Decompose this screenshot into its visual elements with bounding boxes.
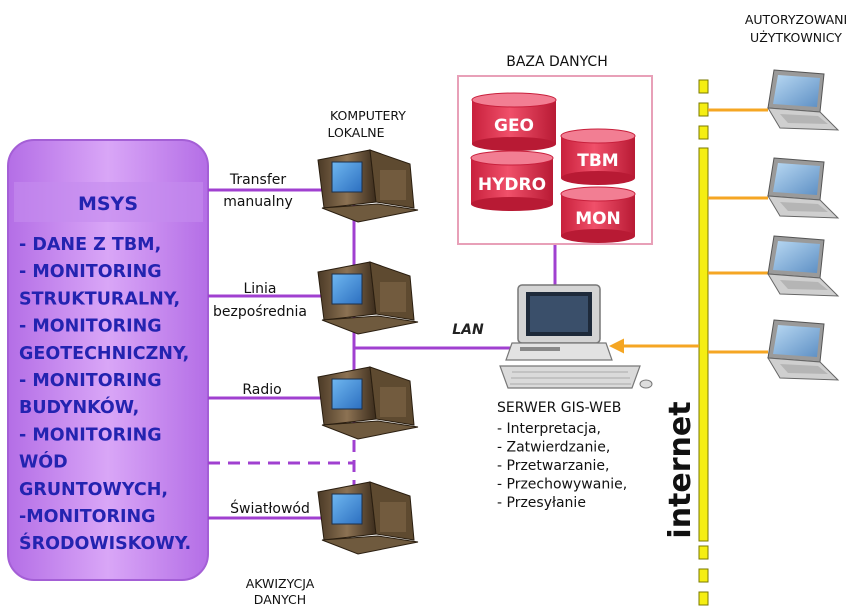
msys-line: -MONITORING [19,507,156,527]
msys-line: BUDYNKÓW, [19,396,139,418]
local-computers-title: LOKALNE [327,125,384,140]
database-cylinder: HYDRO [470,150,554,211]
database-cylinder: MON [560,186,636,243]
link-label: Światłowód [230,499,310,517]
server-function: - Przetwarzanie, [497,458,609,474]
msys-line: - DANE Z TBM, [19,235,161,255]
database-cylinder-label: GEO [494,116,534,136]
database-cylinder-label: MON [575,209,621,229]
server-functions: - Interpretacja, - Zatwierdzanie, - Przetw… [497,421,627,511]
msys-line: GEOTECHNICZNY, [19,344,189,364]
internet-label: internet [663,401,698,538]
laptop-icon [767,69,840,131]
msys-title: MSYS [78,193,138,215]
database-cylinder: TBM [560,128,636,185]
msys-line: GRUNTOWYCH, [19,480,168,500]
desktop-computer-icon [317,481,419,555]
acquisition-title: DANYCH [254,592,306,607]
link-label: manualny [223,194,293,210]
link-labels: Transfer manualny Linia bezpośrednia Rad… [213,172,310,517]
users-title: UŻYTKOWNICY [750,30,842,45]
laptop-icon [767,157,840,219]
msys-description: - DANE Z TBM, - MONITORING STRUKTURALNY, - … [19,235,191,554]
database-cylinder: GEO [471,92,557,151]
internet-bus [698,79,709,606]
msys-line: - MONITORING [19,262,162,282]
msys-line: - MONITORING [19,425,162,445]
link-label: bezpośrednia [213,304,307,320]
msys-line: WÓD [19,451,68,473]
database-title: BAZA DANYCH [506,54,607,70]
link-label: Radio [242,382,281,398]
laptop-icon [767,319,840,381]
msys-line: STRUKTURALNY, [19,289,180,309]
desktop-computer-icon [317,366,419,440]
lan-label: LAN [452,322,484,338]
acquisition-title: AKWIZYCJA [246,576,315,591]
database-cylinders: GEO TBM HYDRO MON [470,92,636,243]
user-links [609,108,768,354]
server-function: - Interpretacja, [497,421,601,437]
desktop-computer-icon [317,261,419,335]
database-cylinder-label: TBM [577,151,618,171]
msys-box: MSYS - DANE Z TBM, - MONITORING STRUKTURAL… [7,139,209,581]
msys-line: - MONITORING [19,371,162,391]
link-label: Linia [243,281,276,297]
msys-links [208,188,557,520]
laptops [767,69,840,381]
server-function: - Przesyłanie [497,495,586,511]
local-computers-title: KOMPUTERY [330,108,406,123]
desktop-computer-icon [317,149,419,223]
local-computers [317,149,419,555]
server-computer-icon [499,284,653,389]
msys-line: ŚRODOWISKOWY. [19,532,191,554]
database-cylinder-label: HYDRO [478,175,546,195]
server-title: SERWER GIS-WEB [497,400,621,416]
laptop-icon [767,235,840,297]
msys-line: - MONITORING [19,317,162,337]
server-function: - Zatwierdzanie, [497,440,610,456]
server-function: - Przechowywanie, [497,477,627,493]
users-title: AUTORYZOWANI [745,12,847,27]
link-label: Transfer [229,172,287,188]
